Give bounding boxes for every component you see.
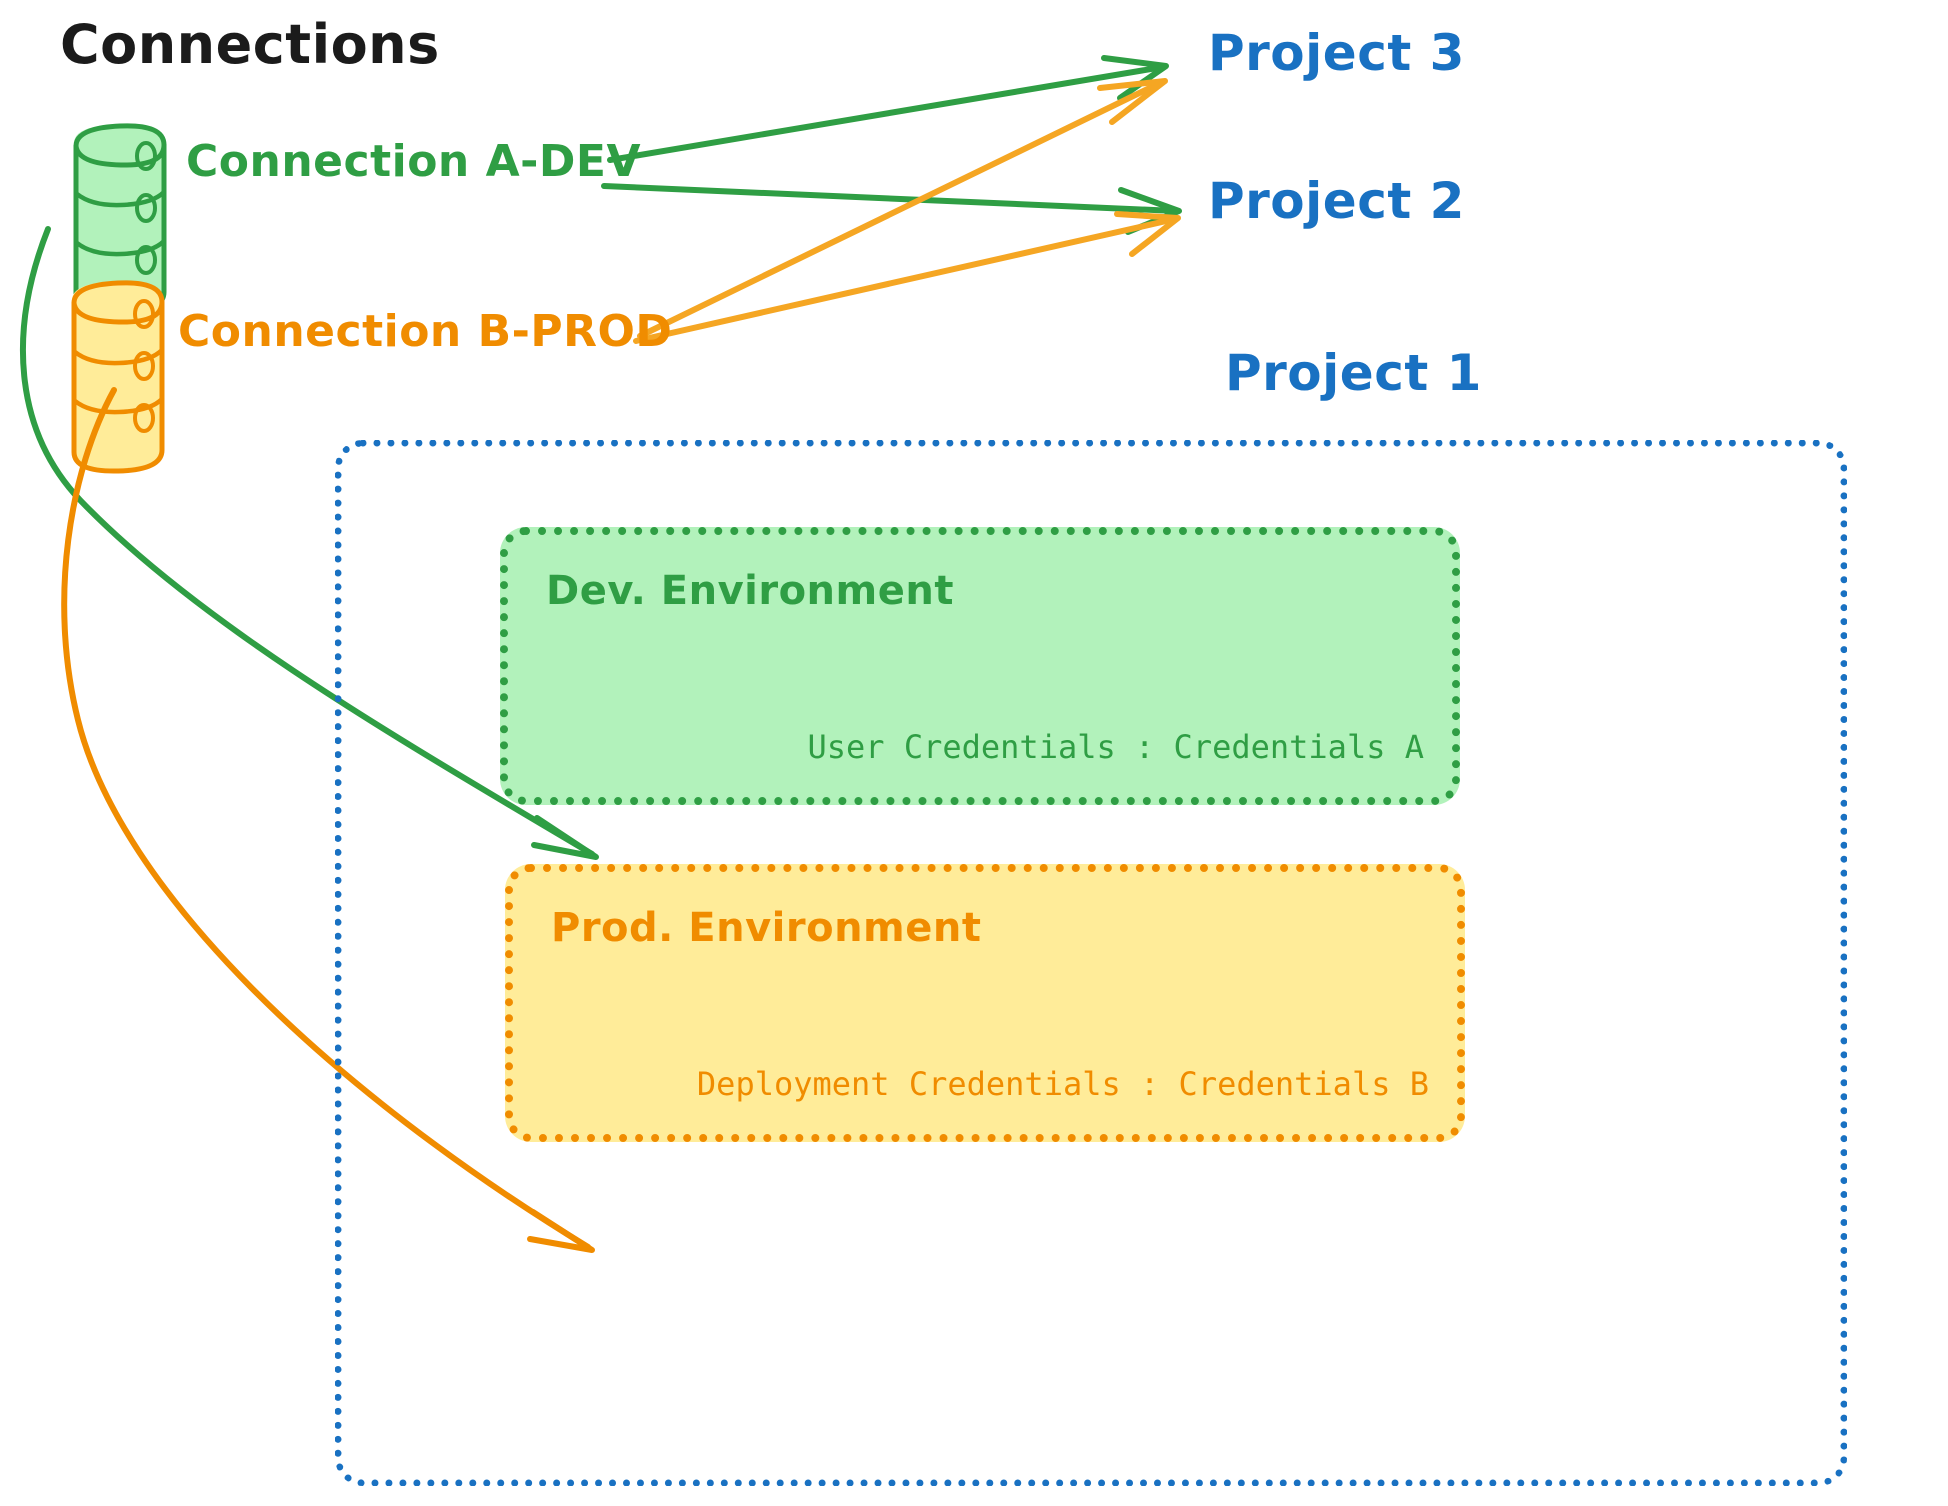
dev-environment-box: Dev. Environment User Credentials : Cred… xyxy=(500,527,1460,805)
edge-b-prod-to-project-2 xyxy=(633,211,1181,344)
edge-b-prod-to-project-3 xyxy=(637,78,1168,339)
project-label-1: Project 1 xyxy=(1225,344,1482,402)
database-icon-b-prod xyxy=(71,280,165,474)
edge-a-dev-to-project-2 xyxy=(601,183,1182,235)
database-icon-a-dev xyxy=(73,123,167,316)
project-1-container xyxy=(335,440,1847,1486)
prod-environment-credentials: Deployment Credentials : Credentials B xyxy=(696,1065,1429,1103)
edge-b-prod-to-prod-environment xyxy=(61,387,595,1253)
prod-environment-box: Prod. Environment Deployment Credentials… xyxy=(505,864,1465,1142)
page-title: Connections xyxy=(60,13,440,76)
dev-environment-credentials: User Credentials : Credentials A xyxy=(807,728,1425,766)
connection-label-a-dev: Connection A-DEV xyxy=(186,136,642,187)
project-label-3: Project 3 xyxy=(1208,24,1465,82)
edge-a-dev-to-project-3 xyxy=(607,55,1169,163)
project-label-2: Project 2 xyxy=(1208,172,1465,230)
prod-environment-title: Prod. Environment xyxy=(551,905,982,951)
connection-label-b-prod: Connection B-PROD xyxy=(178,306,673,357)
edge-a-dev-to-dev-environment xyxy=(20,226,599,860)
dev-environment-title: Dev. Environment xyxy=(546,568,954,614)
